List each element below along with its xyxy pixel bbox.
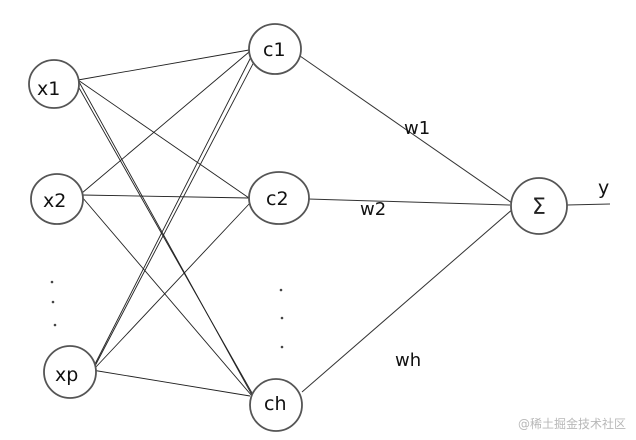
hidden-node-label: ch [264,393,287,415]
edge-xp-ch [91,369,251,397]
edge-c1-sum [299,55,513,204]
output-label-y: y [598,177,609,199]
edge-x1-c1 [77,49,250,81]
ellipsis-dot [53,323,57,327]
edge-x1-c2 [77,79,250,199]
input-node-label: xp [55,364,78,386]
edge-x2-c2 [81,194,250,199]
edge-x2-ch [81,196,253,397]
sigma-symbol: Σ [532,195,546,220]
edge-x2-c1 [81,51,250,194]
edge-xp-c2 [94,202,251,369]
input-node-label: x1 [37,78,60,100]
weight-label-w2: w2 [360,199,386,220]
edge-xp-c1-b [94,57,257,367]
ellipsis-dot [280,316,284,320]
edge-sum-y [566,203,611,206]
weight-label-wh: wh [395,350,421,371]
output-node-sum: Σ [510,177,568,235]
input-ellipsis [50,280,57,327]
edge-x1-ch-b [77,85,257,401]
watermark: @稀土掘金技术社区 [517,417,626,431]
hidden-output-edges [299,55,611,393]
input-node-x1: x1 [28,59,80,109]
edge-ch-sum [301,207,515,393]
hidden-node-label: c2 [266,188,289,210]
input-node-x2: x2 [30,173,84,225]
input-node-label: x2 [43,190,66,212]
ellipsis-dot [279,288,283,292]
weight-label-w1: w1 [404,118,430,139]
ellipsis-dot [50,280,54,284]
ellipsis-dot [280,345,284,349]
hidden-ellipsis [279,288,284,349]
input-node-xp: xp [43,345,97,399]
input-hidden-edges [77,49,257,401]
hidden-node-c2: c2 [248,171,310,225]
hidden-node-c1: c1 [248,23,302,75]
hidden-node-ch: ch [249,378,303,432]
edge-c2-sum [307,198,511,206]
ellipsis-dot [51,300,55,304]
edge-xp-c1 [91,54,253,371]
hidden-node-label: c1 [263,39,286,61]
